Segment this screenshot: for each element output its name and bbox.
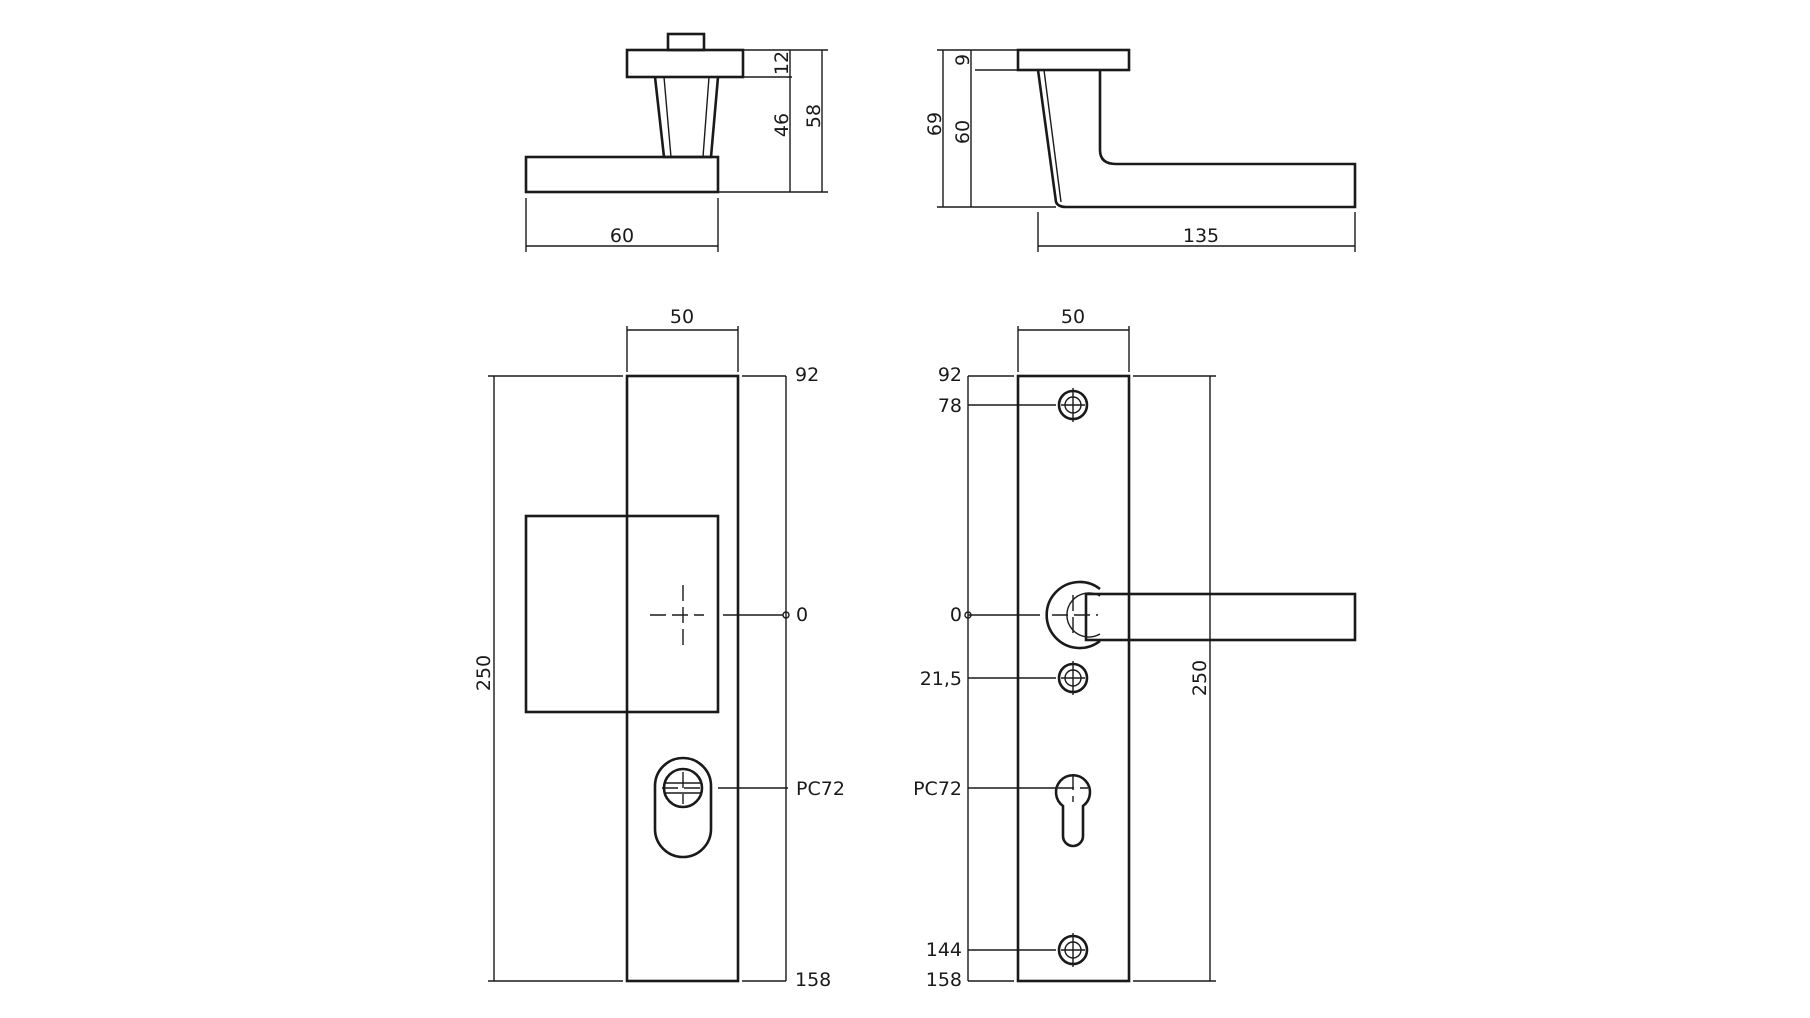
lever-handle <box>1084 592 1357 642</box>
dim-line-plate-length-left <box>488 375 623 982</box>
euro-cylinder-cross <box>1058 774 1088 802</box>
dim-lever-height: 60 <box>952 120 974 144</box>
knob-base <box>524 155 720 194</box>
screw-bottom <box>1057 933 1089 967</box>
center-cross-left <box>650 585 704 650</box>
dim-line-plate-width-right <box>1017 326 1130 372</box>
dim-line-lever-length <box>1037 212 1356 252</box>
plate-lever-front-view: 92 78 0 21,5 PC72 144 158 50 250 <box>913 306 1357 991</box>
dim-top-right: 92 <box>938 364 962 386</box>
dim-line-plate-width-left <box>626 326 739 372</box>
backplate-left <box>625 374 740 983</box>
screw-middle <box>1057 661 1089 695</box>
screw-top <box>1057 388 1089 422</box>
cylinder-escutcheon <box>653 756 713 859</box>
lever-profile <box>1036 69 1357 209</box>
dim-line-plate-length-right <box>1133 375 1216 982</box>
center-cross-right <box>1052 595 1098 635</box>
dim-lever-rose-height: 9 <box>952 54 974 66</box>
rose-cap <box>625 48 745 79</box>
dim-lever-total-height: 69 <box>924 112 946 136</box>
dim-line-base <box>525 198 719 252</box>
plate-knob-front-view: 92 0 PC72 158 50 250 <box>473 306 845 991</box>
dim-line-rose <box>743 49 828 78</box>
dim-bottom-screw: 144 <box>926 939 962 961</box>
dim-top-screw: 78 <box>938 395 962 417</box>
dim-plate-width-right: 50 <box>1061 306 1085 328</box>
dim-rose-height: 12 <box>771 51 793 75</box>
dim-neck-height: 46 <box>771 113 793 137</box>
dim-base-width: 60 <box>610 225 634 247</box>
knob-neck-inner <box>663 76 710 158</box>
dim-lever-length: 135 <box>1183 225 1219 247</box>
dim-plate-length-left: 250 <box>473 655 495 691</box>
dim-bottom-right: 158 <box>926 969 962 991</box>
lever-side-view: 9 60 69 135 <box>924 48 1357 252</box>
dim-line-lever-height <box>937 70 1056 208</box>
rosette-side-view: 12 46 58 60 <box>524 32 828 252</box>
dim-center-left: 0 <box>796 604 808 626</box>
euro-cylinder-hole <box>1054 774 1092 848</box>
dim-bottom-left: 158 <box>795 969 831 991</box>
dim-total-height: 58 <box>803 104 825 128</box>
thumbturn-tab <box>666 32 706 52</box>
lever-profile-inner <box>1043 69 1062 203</box>
dim-middle-screw: 21,5 <box>920 668 962 690</box>
dim-plate-width-left: 50 <box>670 306 694 328</box>
dim-center-right: 0 <box>950 604 962 626</box>
cylinder-cross <box>662 772 704 804</box>
knob-square <box>524 514 720 714</box>
dim-cylinder-right: PC72 <box>913 778 962 800</box>
dim-line-lever-rose <box>937 49 1018 71</box>
dim-cylinder-left: PC72 <box>796 778 845 800</box>
dim-plate-length-right: 250 <box>1189 660 1211 696</box>
lever-rose <box>1016 48 1131 72</box>
lever-rosette <box>1045 580 1101 650</box>
dim-top-left: 92 <box>795 364 819 386</box>
dim-line-neck <box>718 77 828 193</box>
